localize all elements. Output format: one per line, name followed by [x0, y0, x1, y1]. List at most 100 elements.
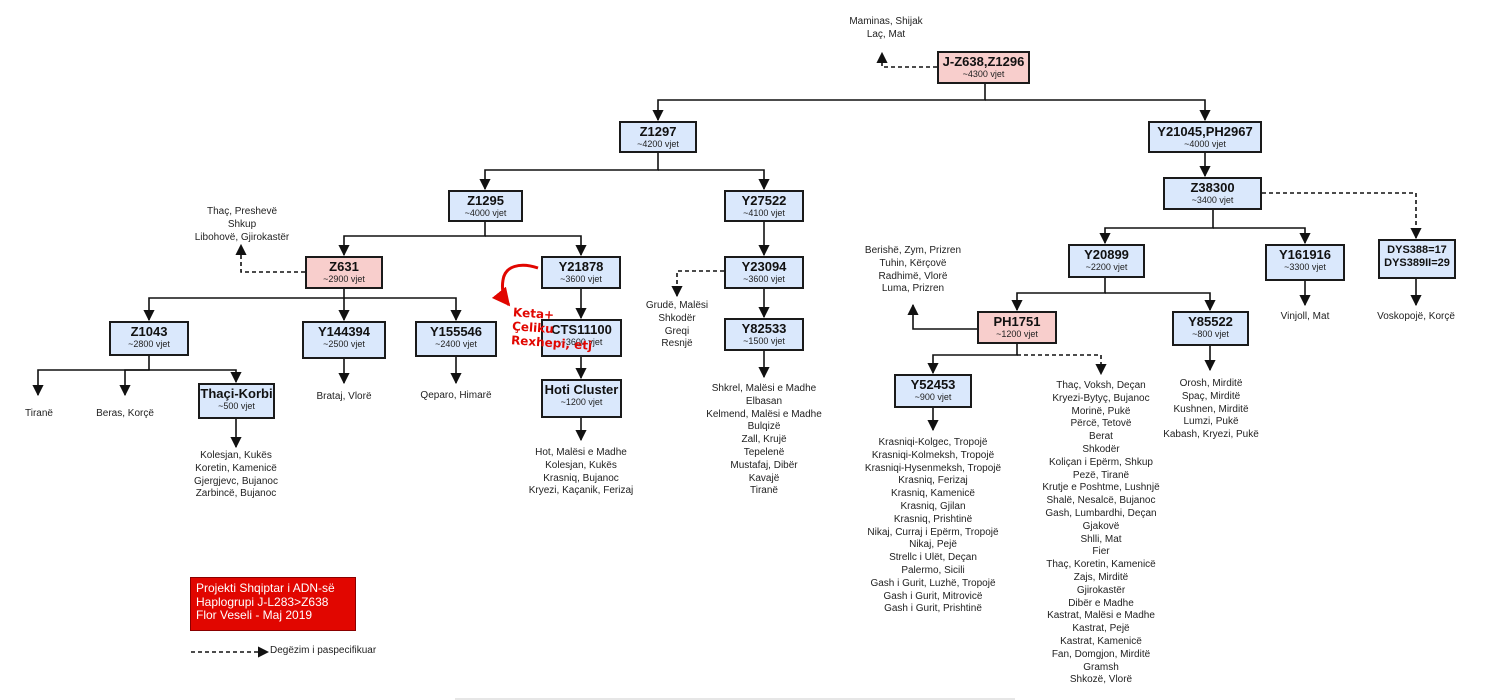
annotation-arrow [491, 263, 539, 307]
label-line: Kolesjan, Kukës [200, 450, 272, 461]
node-age: ~4200 vjet [637, 139, 679, 150]
label-line: Gash i Gurit, Luzhë, Tropojë [870, 577, 996, 589]
node-name: Y20899 [1084, 247, 1129, 262]
node-name: Hoti Cluster [544, 382, 619, 397]
node-age: ~2900 vjet [323, 274, 365, 285]
node-y21045[interactable]: Y21045,PH2967 ~4000 vjet [1148, 121, 1262, 153]
label-line: Qeparo, Himarë [420, 390, 492, 401]
label-line: Berat [1089, 431, 1113, 443]
label-line: Dibër e Madhe [1068, 597, 1134, 609]
label-line: Radhimë, Vlorë [878, 270, 948, 282]
label-y23094-side: Grudë, Malësi Shkodër Greqi Resnjë [637, 300, 717, 351]
node-age: ~1200 vjet [996, 329, 1038, 340]
label-line: Palermo, Sicili [901, 564, 965, 576]
node-age: ~2400 vjet [435, 339, 477, 350]
node-age: ~1500 vjet [743, 336, 785, 347]
label-line: Krasniqi-Kolmeksh, Tropojë [871, 449, 995, 461]
label-line: Shkozë, Vlorë [1069, 674, 1133, 686]
node-age: ~3600 vjet [743, 274, 785, 285]
label-line: Kastrat, Kamenicë [1060, 635, 1142, 647]
label-hoti: Hot, Malësi e Madhe Kolesjan, Kukës Kras… [521, 447, 641, 498]
node-age: ~1200 vjet [560, 397, 603, 408]
node-z631[interactable]: Z631 ~2900 vjet [305, 256, 383, 289]
label-line: Gramsh [1083, 661, 1119, 673]
credit-line: Haplogrupi J-L283>Z638 [196, 594, 329, 609]
node-name: Z1043 [130, 324, 168, 339]
node-hoti-cluster[interactable]: Hoti Cluster ~1200 vjet [541, 379, 622, 418]
node-age: ~3400 vjet [1191, 195, 1234, 206]
label-line: Koretin, Kamenicë [195, 462, 277, 474]
label-line: Pezë, Tiranë [1072, 469, 1130, 481]
label-line: Gjirokastër [1076, 584, 1126, 596]
label-ph1751-side: Berishë, Zym, Prizren Tuhin, Kërçovë Rad… [863, 245, 963, 296]
label-line: Gash i Gurit, Mitrovicë [883, 590, 983, 602]
node-name: Z631 [329, 259, 359, 274]
label-line: Shkodër [1082, 443, 1120, 455]
node-thaci-korbi[interactable]: Thaçi-Korbi ~500 vjet [198, 383, 275, 419]
scrollbar-track[interactable] [455, 698, 1015, 700]
node-age: ~500 vjet [218, 401, 255, 412]
node-z1043[interactable]: Z1043 ~2800 vjet [109, 321, 189, 356]
label-line: Laç, Mat [866, 28, 906, 40]
label-line: Kushnen, Mirditë [1173, 403, 1249, 415]
node-name: PH1751 [993, 314, 1041, 329]
label-line: Kryezi, Kaçanik, Ferizaj [528, 485, 634, 497]
node-z1297[interactable]: Z1297 ~4200 vjet [619, 121, 697, 153]
node-z38300[interactable]: Z38300 ~3400 vjet [1163, 177, 1262, 210]
node-j-z638[interactable]: J-Z638,Z1296 ~4300 vjet [937, 51, 1030, 84]
node-name: Z1295 [467, 193, 504, 208]
node-cts11100[interactable]: CTS11100 ~3600 vjet [541, 319, 622, 357]
node-y155546[interactable]: Y155546 ~2400 vjet [415, 321, 497, 357]
label-line: Krasniq, Prishtinë [893, 513, 973, 525]
label-y52453: Krasniqi-Kolgec, Tropojë Krasniqi-Kolmek… [858, 437, 1008, 616]
node-y82533[interactable]: Y82533 ~1500 vjet [724, 318, 804, 351]
label-line: Tiranë [750, 485, 778, 497]
label-line: Shkup [227, 218, 257, 230]
node-y52453[interactable]: Y52453 ~900 vjet [894, 374, 972, 408]
label-line: Zall, Krujë [741, 434, 787, 446]
label-line: Përcë, Tetovë [1070, 418, 1132, 430]
label-line: Vinjoll, Mat [1280, 311, 1330, 322]
label-line: Spaç, Mirditë [1181, 390, 1241, 402]
node-name: Y23094 [741, 259, 787, 274]
label-line: Greqi [664, 325, 690, 337]
node-y85522[interactable]: Y85522 ~800 vjet [1172, 311, 1249, 346]
label-line: Hot, Malësi e Madhe [535, 447, 627, 458]
label-line: Shlli, Mat [1080, 533, 1122, 545]
label-line: Morinë, Pukë [1071, 405, 1131, 417]
node-name: Y21878 [558, 259, 604, 274]
label-line: Koliçan i Epërm, Shkup [1049, 456, 1153, 468]
node-y144394[interactable]: Y144394 ~2500 vjet [302, 321, 386, 359]
node-y27522[interactable]: Y27522 ~4100 vjet [724, 190, 804, 222]
label-line: Kelmend, Malësi e Madhe [706, 408, 822, 420]
label-root-side: Maminas, Shijak Laç, Mat [836, 16, 936, 42]
node-z1295[interactable]: Z1295 ~4000 vjet [448, 190, 523, 222]
node-dys[interactable]: DYS388=17 DYS389II=29 [1378, 239, 1456, 279]
label-thaci: Kolesjan, Kukës Koretin, Kamenicë Gjergj… [186, 450, 286, 501]
node-ph1751[interactable]: PH1751 ~1200 vjet [977, 311, 1057, 344]
label-line: Brataj, Vlorë [316, 391, 372, 402]
label-line: Nikaj, Curraj i Epërm, Tropojë [867, 526, 999, 538]
label-y144394: Brataj, Vlorë [304, 391, 384, 404]
node-name: Z38300 [1190, 180, 1235, 195]
node-dys-line1: DYS388=17 [1387, 244, 1447, 256]
credit-line: Projekti Shqiptar i ADN-së [196, 581, 335, 595]
node-y21878[interactable]: Y21878 ~3600 vjet [541, 256, 621, 289]
node-age: ~900 vjet [914, 392, 952, 403]
label-line: Thaç, Voksh, Deçan [1056, 380, 1146, 391]
node-y20899[interactable]: Y20899 ~2200 vjet [1068, 244, 1145, 278]
node-dys-line2: DYS389II=29 [1384, 257, 1450, 270]
label-line: Orosh, Mirditë [1179, 378, 1243, 389]
node-name: Y21045,PH2967 [1157, 124, 1253, 139]
node-y161916[interactable]: Y161916 ~3300 vjet [1265, 244, 1345, 281]
label-line: Resnjë [661, 338, 693, 350]
node-name: Y144394 [317, 324, 371, 339]
label-line: Voskopojë, Korçë [1377, 311, 1455, 322]
label-line: Krasniq, Bujanoc [543, 472, 619, 484]
label-line: Shkrel, Malësi e Madhe [711, 383, 817, 394]
label-line: Krutje e Poshtme, Lushnjë [1042, 482, 1160, 494]
node-y23094[interactable]: Y23094 ~3600 vjet [724, 256, 804, 289]
label-line: Kastrat, Pejë [1072, 623, 1130, 635]
